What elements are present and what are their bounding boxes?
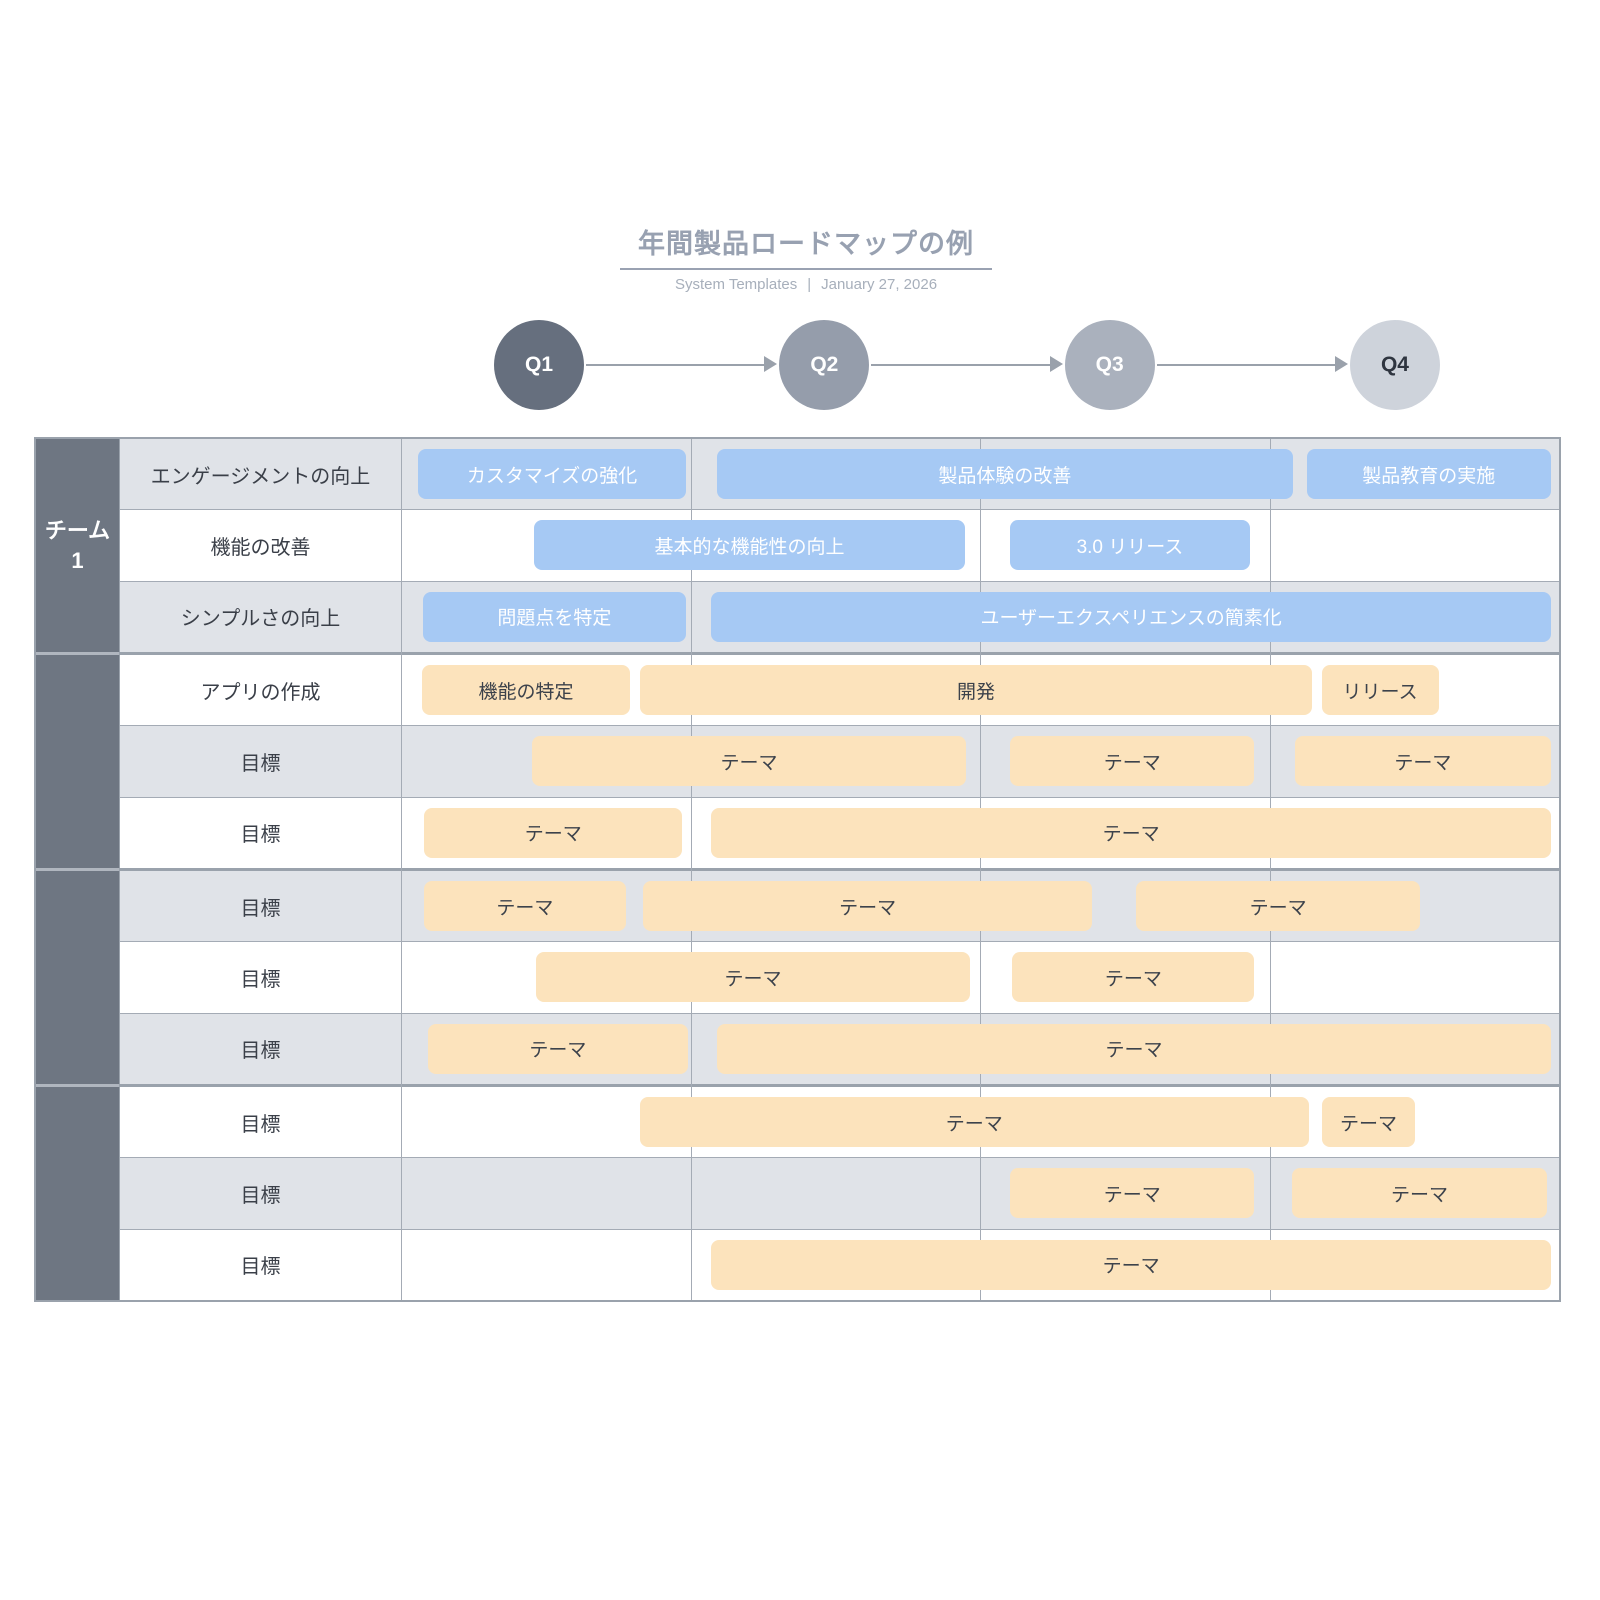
- row-label: 目標: [240, 968, 281, 991]
- arrow-head-icon: [764, 356, 778, 372]
- roadmap-bar[interactable]: 問題点を特定: [423, 591, 686, 642]
- roadmap-bar[interactable]: テーマ: [643, 881, 1093, 932]
- row-chart-area: テーマテーマ: [401, 1014, 1559, 1084]
- row-chart-area: 基本的な機能性の向上 3.0 リリース: [401, 510, 1559, 580]
- roadmap-row: 目標テーマテーマテーマ: [120, 725, 1559, 797]
- roadmap-row: 機能の改善 基本的な機能性の向上 3.0 リリース: [120, 509, 1559, 581]
- row-label: 目標: [240, 1256, 281, 1279]
- roadmap-bar[interactable]: 3.0 リリース: [1010, 520, 1250, 571]
- roadmap-row: 目標 テーマテーマ: [120, 1083, 1559, 1158]
- team-group-label: チーム 1: [44, 517, 111, 573]
- row-label: 目標: [240, 1113, 281, 1136]
- roadmap-bar[interactable]: テーマ: [717, 1023, 1551, 1074]
- roadmap-bar[interactable]: テーマ: [711, 1239, 1551, 1290]
- row-chart-area: テーマテーマテーマ: [401, 871, 1559, 941]
- row-chart-area: テーマテーマテーマ: [401, 726, 1559, 796]
- row-chart-area: 問題点を特定ユーザーエクスペリエンスの簡素化: [401, 582, 1559, 652]
- roadmap-bar[interactable]: カスタマイズの強化: [418, 449, 686, 500]
- roadmap-bar[interactable]: テーマ: [1010, 1168, 1255, 1219]
- page-title: 年間製品ロードマップの例: [620, 222, 992, 270]
- row-label: 目標: [240, 824, 281, 847]
- roadmap-row: 目標 テーマテーマ: [120, 1012, 1559, 1084]
- row-chart-area: カスタマイズの強化製品体験の改善製品教育の実施: [401, 439, 1559, 509]
- row-label: 目標: [240, 897, 281, 920]
- page-header: 年間製品ロードマップの例 System Templates | January 27…: [620, 222, 992, 293]
- roadmap-bar[interactable]: 基本的な機能性の向上: [534, 520, 965, 571]
- row-label: アプリの作成: [200, 681, 321, 704]
- quarter-circle-q2[interactable]: Q2: [779, 320, 870, 410]
- roadmap-bar[interactable]: 製品教育の実施: [1306, 449, 1551, 500]
- row-chart-area: 機能の特定開発リリース: [401, 655, 1559, 725]
- quarter-circle-q3[interactable]: Q3: [1064, 320, 1155, 410]
- row-chart-area: テーマテーマ: [401, 1087, 1559, 1157]
- roadmap-bar[interactable]: テーマ: [1012, 952, 1255, 1003]
- arrow-head-icon: [1334, 356, 1348, 372]
- team-group-cell-2: [36, 652, 119, 868]
- team-group-cell-3: [36, 868, 119, 1084]
- roadmap-row: シンプルさの向上 問題点を特定ユーザーエクスペリエンスの簡素化: [120, 580, 1559, 652]
- row-label: 目標: [240, 752, 281, 775]
- roadmap-bar[interactable]: テーマ: [1294, 736, 1551, 787]
- row-label: 目標: [240, 1040, 281, 1063]
- roadmap-bar[interactable]: テーマ: [1010, 736, 1255, 787]
- roadmap-row: アプリの作成 機能の特定開発リリース: [120, 651, 1559, 726]
- roadmap-row: エンゲージメントの向上 カスタマイズの強化製品体験の改善製品教育の実施: [120, 439, 1559, 510]
- roadmap-row: 目標テーマテーマテーマ: [120, 867, 1559, 942]
- roadmap-row: 目標 テーマテーマ: [120, 1157, 1559, 1229]
- roadmap-bar[interactable]: リリース: [1321, 665, 1439, 716]
- row-label: 機能の改善: [210, 536, 311, 559]
- row-chart-area: テーマ: [401, 1230, 1559, 1300]
- roadmap-bar[interactable]: テーマ: [1291, 1168, 1548, 1219]
- arrow-connector: [586, 364, 765, 366]
- quarter-circle-q4[interactable]: Q4: [1349, 320, 1440, 410]
- roadmap-row: 目標 テーマ: [120, 1228, 1559, 1300]
- roadmap-rows: エンゲージメントの向上 カスタマイズの強化製品体験の改善製品教育の実施機能の改善 基…: [120, 439, 1559, 1300]
- roadmap-bar[interactable]: 開発: [639, 665, 1313, 716]
- roadmap-bar[interactable]: テーマ: [427, 1023, 689, 1074]
- subtitle-brand: System Templates: [674, 276, 798, 293]
- row-chart-area: テーマテーマ: [401, 1158, 1559, 1228]
- roadmap-bar[interactable]: ユーザーエクスペリエンスの簡素化: [711, 591, 1551, 642]
- roadmap-bar[interactable]: テーマ: [424, 807, 683, 858]
- arrow-head-icon: [1049, 356, 1063, 372]
- arrow-connector: [871, 364, 1050, 366]
- roadmap-bar[interactable]: テーマ: [1136, 881, 1421, 932]
- roadmap-bar[interactable]: テーマ: [711, 807, 1551, 858]
- team-group-cell-4: [36, 1084, 119, 1300]
- subtitle-date: January 27, 2026: [821, 276, 938, 293]
- row-chart-area: テーマテーマ: [401, 798, 1559, 868]
- subtitle-separator: |: [807, 276, 812, 293]
- roadmap-bar[interactable]: テーマ: [639, 1097, 1309, 1148]
- roadmap-bar[interactable]: テーマ: [536, 952, 970, 1003]
- page-subtitle: System Templates | January 27, 2026: [620, 276, 992, 293]
- roadmap-row: 目標 テーマテーマ: [120, 941, 1559, 1013]
- roadmap-row: 目標 テーマテーマ: [120, 796, 1559, 868]
- roadmap-bar[interactable]: 製品体験の改善: [717, 449, 1293, 500]
- roadmap-bar[interactable]: テーマ: [424, 881, 626, 932]
- row-chart-area: テーマテーマ: [401, 942, 1559, 1012]
- row-label: シンプルさの向上: [180, 608, 341, 631]
- arrow-connector: [1156, 364, 1335, 366]
- roadmap-table: チーム 1 エンゲージメントの向上 カスタマイズの強化製品体験の改善製品教育の実施…: [34, 437, 1561, 1302]
- quarter-circle-q1[interactable]: Q1: [494, 320, 584, 410]
- roadmap-bar[interactable]: テーマ: [1321, 1097, 1416, 1148]
- roadmap-bar[interactable]: 機能の特定: [421, 665, 631, 716]
- team-group-cell-1: チーム 1: [36, 439, 119, 652]
- row-label: エンゲージメントの向上: [150, 465, 371, 488]
- roadmap-bar[interactable]: テーマ: [531, 736, 967, 787]
- row-label: 目標: [240, 1184, 281, 1207]
- team-column: チーム 1: [36, 439, 120, 1300]
